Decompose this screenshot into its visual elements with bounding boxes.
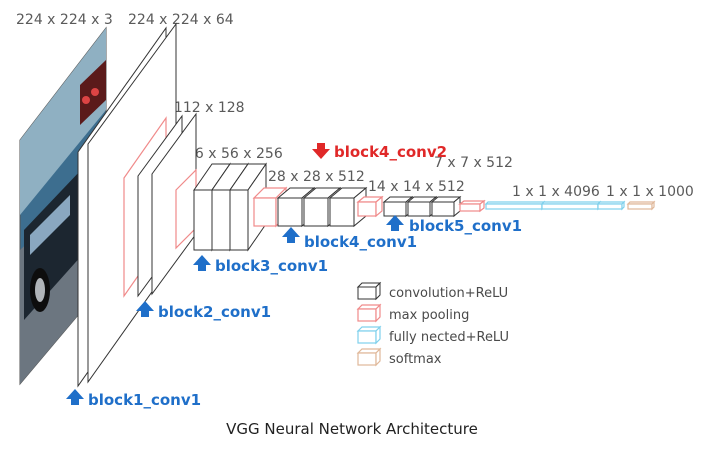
fc-swatch-icon	[356, 325, 382, 345]
legend-pool: max pooling	[356, 303, 469, 323]
dim-softmax: 1 x 1 x 1000	[606, 184, 694, 200]
up-arrow-icon	[136, 301, 154, 317]
pool-layer-4	[356, 195, 384, 218]
figure-caption: VGG Neural Network Architecture	[226, 420, 478, 438]
dim-layer6: 7 x 7 x 512	[434, 155, 513, 171]
up-arrow-icon	[386, 215, 404, 231]
pool-swatch-icon	[356, 303, 382, 323]
dim-input: 224 x 224 x 3	[16, 12, 113, 28]
up-arrow-icon	[193, 255, 211, 271]
label-block2-conv1: block2_conv1	[136, 301, 271, 321]
legend-conv-label: convolution+ReLU	[389, 286, 508, 301]
legend: convolution+ReLU max pooling fully necte…	[356, 281, 509, 367]
dim-layer4: 28 x 28 x 512	[268, 169, 365, 185]
down-arrow-icon	[312, 143, 330, 159]
softmax-swatch-icon	[356, 347, 382, 367]
dim-layer5: 14 x 14 x 512	[368, 179, 465, 195]
label-block4-conv2: block4_conv2	[312, 143, 447, 161]
softmax-layer	[626, 200, 656, 211]
conv-layer-4	[276, 186, 368, 228]
conv-layer-2	[137, 112, 197, 298]
up-arrow-icon	[66, 389, 84, 405]
legend-pool-label: max pooling	[389, 308, 469, 323]
dim-layer1: 224 x 224 x 64	[128, 12, 234, 28]
block4-conv1-text: block4_conv1	[304, 233, 417, 251]
conv-layer-5	[382, 195, 462, 218]
legend-fc: fully nected+ReLU	[356, 325, 509, 345]
legend-fc-label: fully nected+ReLU	[389, 330, 509, 345]
dim-layer3: 56 x 56 x 256	[186, 146, 283, 162]
label-block3-conv1: block3_conv1	[193, 255, 328, 275]
block2-conv1-text: block2_conv1	[158, 303, 271, 321]
block4-conv2-text: block4_conv2	[334, 143, 447, 161]
block3-conv1-text: block3_conv1	[215, 257, 328, 275]
fc-layers	[484, 200, 626, 211]
label-block1-conv1: block1_conv1	[66, 389, 201, 409]
conv-swatch-icon	[356, 281, 382, 301]
legend-conv: convolution+ReLU	[356, 281, 508, 301]
dim-fc: 1 x 1 x 4096	[512, 184, 600, 200]
block5-conv1-text: block5_conv1	[409, 217, 522, 235]
legend-softmax-label: softmax	[389, 352, 442, 367]
up-arrow-icon	[282, 227, 300, 243]
label-block5-conv1: block5_conv1	[386, 215, 522, 235]
pool-layer-5	[458, 199, 486, 213]
legend-softmax: softmax	[356, 347, 442, 367]
label-block4-conv1: block4_conv1	[282, 227, 417, 251]
block1-conv1-text: block1_conv1	[88, 391, 201, 409]
